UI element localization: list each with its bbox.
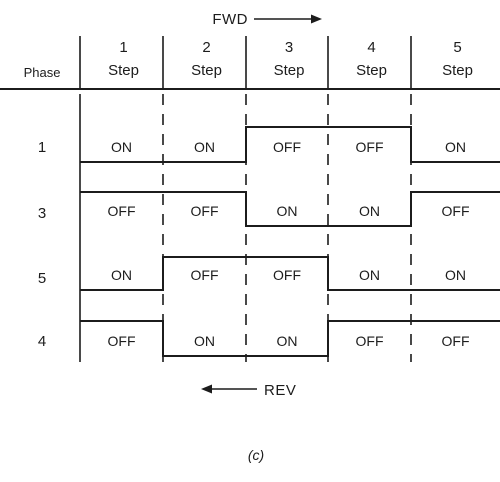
column-dividers	[79, 36, 412, 362]
phase-number: 5	[38, 270, 46, 287]
phase-column-header: Phase	[24, 65, 61, 80]
state-off-label: OFF	[442, 333, 470, 349]
phase-row: 5 ON OFF OFF ON ON	[38, 256, 500, 291]
state-off-label: OFF	[273, 139, 301, 155]
state-on-label: ON	[277, 203, 298, 219]
step-number: 4	[367, 39, 375, 56]
step-number: 5	[453, 39, 461, 56]
state-on-label: ON	[194, 139, 215, 155]
state-off-label: OFF	[273, 267, 301, 283]
state-off-label: OFF	[356, 139, 384, 155]
rev-label: REV	[264, 382, 296, 399]
figure-caption: (c)	[248, 447, 264, 463]
state-off-label: OFF	[191, 267, 219, 283]
phase-waveform	[80, 126, 500, 163]
state-off-label: OFF	[108, 333, 136, 349]
phase-row: 3 OFF OFF ON ON OFF	[38, 191, 500, 227]
state-off-label: OFF	[108, 203, 136, 219]
phase-row: 4 OFF ON ON OFF OFF	[38, 320, 500, 357]
state-off-label: OFF	[191, 203, 219, 219]
state-on-label: ON	[194, 333, 215, 349]
state-off-label: OFF	[442, 203, 470, 219]
step-label: Step	[108, 62, 139, 79]
step-number: 3	[285, 39, 293, 56]
phase-waveform	[80, 191, 500, 227]
step-number: 1	[119, 39, 127, 56]
step-label: Step	[191, 62, 222, 79]
state-on-label: ON	[445, 139, 466, 155]
fwd-arrow	[254, 14, 322, 24]
state-on-label: ON	[359, 203, 380, 219]
state-on-label: ON	[111, 267, 132, 283]
phase-number: 4	[38, 333, 46, 350]
state-on-label: ON	[277, 333, 298, 349]
step-label: Step	[274, 62, 305, 79]
phase-waveform	[80, 256, 500, 291]
step-label: Step	[442, 62, 473, 79]
rev-arrow	[201, 384, 257, 394]
state-on-label: ON	[111, 139, 132, 155]
step-number: 2	[202, 39, 210, 56]
state-off-label: OFF	[356, 333, 384, 349]
phase-waveform	[80, 320, 500, 357]
fwd-label: FWD	[212, 11, 248, 28]
state-on-label: ON	[359, 267, 380, 283]
phase-row: 1 ON ON OFF OFF ON	[38, 126, 500, 163]
state-on-label: ON	[445, 267, 466, 283]
phase-number: 3	[38, 205, 46, 222]
phase-number: 1	[38, 139, 46, 156]
step-label: Step	[356, 62, 387, 79]
